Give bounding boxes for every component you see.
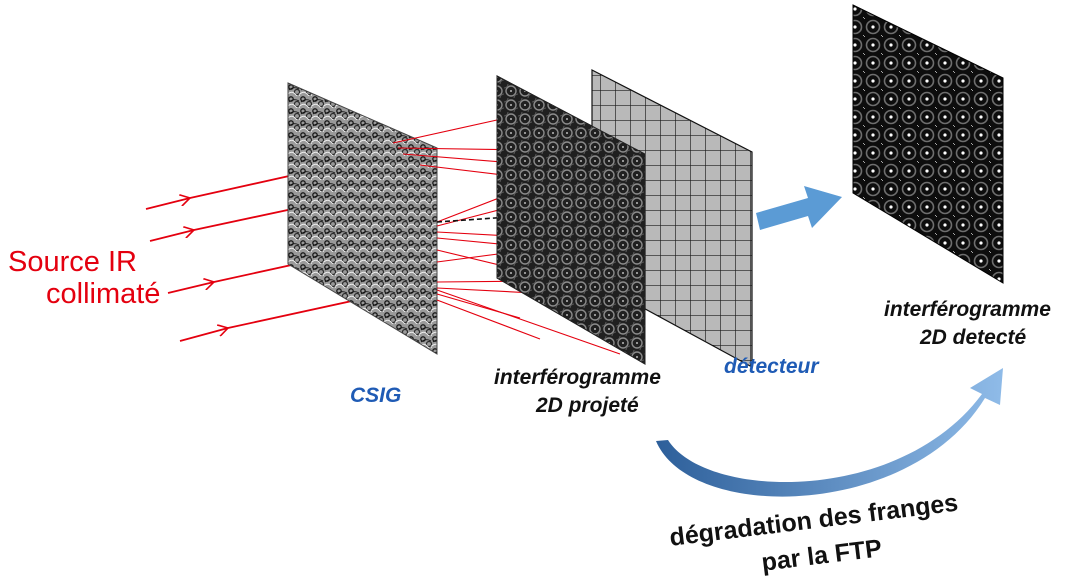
csig-plate	[287, 82, 438, 355]
projected-label-line2: 2D projeté	[536, 394, 639, 417]
source-label-line1: Source IR	[8, 246, 137, 278]
block-arrow-icon	[756, 186, 842, 230]
ray-arrow	[149, 230, 194, 242]
detector-label: détecteur	[724, 355, 819, 378]
projected-label-line1: interférogramme	[494, 366, 661, 389]
detected-label-line1: interférogramme	[884, 298, 1051, 321]
curved-arrow-icon	[656, 368, 1003, 497]
ray-arrow	[167, 282, 214, 294]
ray-arrow	[179, 328, 228, 342]
detected-label-line2: 2D detecté	[920, 326, 1027, 349]
source-label-line2: collimaté	[46, 278, 161, 310]
csig-label: CSIG	[350, 384, 402, 407]
detected-interferogram-plate	[852, 4, 1004, 284]
ray-arrow	[145, 198, 190, 210]
